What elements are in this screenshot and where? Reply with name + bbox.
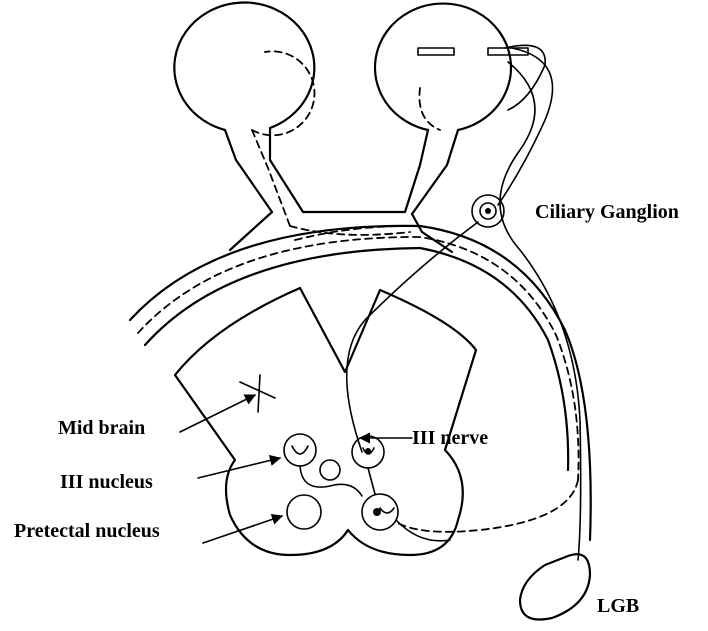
right-eye bbox=[375, 4, 528, 214]
nerve-fibres bbox=[347, 45, 581, 560]
label-pretectal-nucleus: Pretectal nucleus bbox=[14, 520, 160, 542]
x-mark bbox=[240, 375, 275, 412]
optic-chiasm bbox=[230, 212, 452, 252]
label-iii-nerve: III nerve bbox=[412, 427, 488, 449]
midbrain bbox=[175, 288, 476, 555]
label-ciliary-ganglion: Ciliary Ganglion bbox=[535, 201, 679, 223]
label-lgb: LGB bbox=[597, 595, 639, 617]
pretectal-nucleus-left bbox=[287, 495, 321, 529]
lgb-shape bbox=[520, 554, 590, 619]
pretectal-nucleus-right bbox=[362, 494, 398, 530]
label-iii-nucleus: III nucleus bbox=[60, 471, 153, 493]
left-eye bbox=[174, 3, 314, 226]
pointer-arrows bbox=[180, 395, 412, 543]
edinger-westphal-nucleus bbox=[320, 460, 340, 480]
iii-nucleus-right bbox=[352, 436, 384, 468]
iii-nucleus-left bbox=[284, 434, 316, 466]
label-mid-brain: Mid brain bbox=[58, 417, 145, 439]
